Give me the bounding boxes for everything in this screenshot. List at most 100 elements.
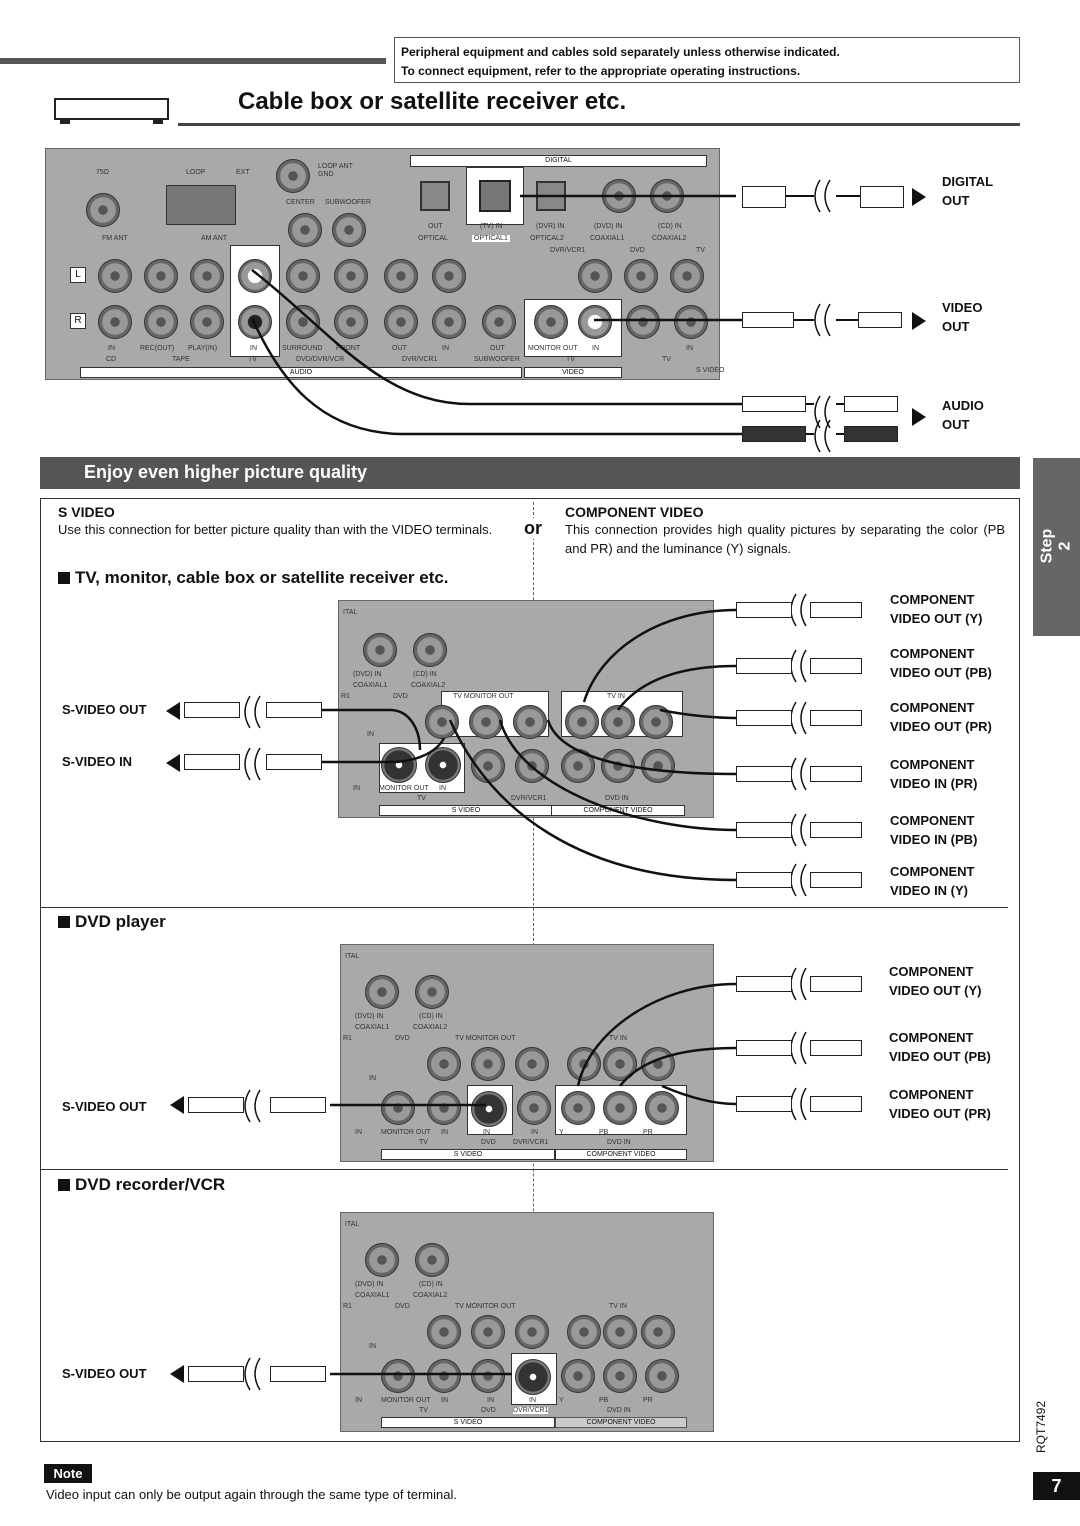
tv-comp-label-5-a: COMPONENT <box>890 813 975 828</box>
dvr-label-r1: R1 <box>343 1303 352 1310</box>
tv-comp-plug-6a <box>736 872 792 888</box>
tv-in-pb-jack <box>601 705 635 739</box>
dvd-label-in-c: IN <box>441 1129 448 1136</box>
tv-comp-plug-4a <box>736 766 792 782</box>
tv-comp-label-6-b: VIDEO IN (Y) <box>890 883 969 898</box>
dvr-panel-coax2 <box>415 1243 449 1277</box>
label-out-sub: OUT <box>490 345 505 352</box>
label-center: CENTER <box>286 199 315 206</box>
r-marker: R <box>70 313 86 329</box>
label-in-dvr: IN <box>442 345 449 352</box>
label-loop: LOOP <box>186 169 206 176</box>
label-ext: EXT <box>236 169 250 176</box>
label-tv-in: (TV) IN <box>480 223 503 230</box>
note-badge: Note <box>44 1464 92 1483</box>
audio-out-line-2: OUT <box>942 417 970 432</box>
bullet-square <box>58 916 70 928</box>
dvd-comp-in-pb-jack <box>603 1091 637 1125</box>
section-dvd-heading-text: DVD player <box>75 912 166 931</box>
tv-comp-label-6-a: COMPONENT <box>890 864 975 879</box>
dvd-svideo-jack-1 <box>381 1091 415 1125</box>
dvr-svideo-plug-a <box>188 1366 244 1382</box>
tv-label-r1: R1 <box>341 693 350 700</box>
dvd-label-in-d: IN <box>483 1129 490 1136</box>
notice-box: Peripheral equipment and cables sold sep… <box>394 37 1020 83</box>
dvd-label-pr: PR <box>643 1129 653 1136</box>
dvd-comp-label-1-a: COMPONENT <box>889 964 974 979</box>
center-jack <box>288 213 322 247</box>
svideo-heading: S VIDEO <box>58 504 115 520</box>
dvd-comp-label-3-b: VIDEO OUT (PR) <box>889 1106 991 1121</box>
dvr-panel-jack-c <box>515 1315 549 1349</box>
label-fm-ant: FM ANT <box>102 235 128 242</box>
tv-comp-label-4-a: COMPONENT <box>890 757 975 772</box>
label-subwoofer-bottom: SUBWOOFER <box>474 356 520 363</box>
label-dvd-in: (DVD) IN <box>594 223 623 230</box>
digital-out-arrow <box>912 188 926 206</box>
tv-video-in-jack <box>578 305 612 339</box>
dvr-label-in-b: IN <box>355 1397 362 1404</box>
label-dvd-dvr-vcr: DVD/DVR/VCR <box>296 356 345 363</box>
label-in-tv: IN <box>250 345 257 352</box>
tv-comp-plug-3a <box>736 710 792 726</box>
page-title: Cable box or satellite receiver etc. <box>238 88 627 115</box>
tv-label-ital: ITAL <box>343 609 358 616</box>
label-tv-svideo: TV <box>662 356 671 363</box>
video-out-arrow <box>912 312 926 330</box>
dvd-svideo-jack-4 <box>517 1091 551 1125</box>
dvd-label-in-e: IN <box>531 1129 538 1136</box>
label-75ohm: 75Ω <box>96 169 110 176</box>
l-marker: L <box>70 267 86 283</box>
dvd-label-dvd-in: (DVD) IN <box>355 1013 384 1020</box>
audio-plug-left-red <box>742 426 806 442</box>
tv-comp-label-1-a: COMPONENT <box>890 592 975 607</box>
dvd-label-ital: ITAL <box>345 953 360 960</box>
optical-out-port <box>420 181 450 211</box>
dvr-panel-jack-d <box>567 1315 601 1349</box>
tv-comp-label-2-b: VIDEO OUT (PB) <box>890 665 992 680</box>
dvd-comp-plug-2a <box>736 1040 792 1056</box>
tv-label-dvd-in: (DVD) IN <box>353 671 382 678</box>
dvr-svideo-jack-1 <box>381 1359 415 1393</box>
dvd-label-tv-in: TV IN <box>609 1035 627 1042</box>
dvr-label-dvd-in: (DVD) IN <box>355 1281 384 1288</box>
tv-comp-label-3-a: COMPONENT <box>890 700 975 715</box>
dvd-label-dvd-b: DVD <box>481 1139 496 1146</box>
main-frame <box>40 498 1020 1442</box>
note-text: Video input can only be output again thr… <box>46 1487 457 1502</box>
svideo-text: Use this connection for better picture q… <box>58 522 493 537</box>
video-plug-left <box>742 312 794 328</box>
tv-monitor-y-jack <box>425 705 459 739</box>
audio-plug-left-white <box>742 396 806 412</box>
dvd-comp-in-pr-jack <box>645 1091 679 1125</box>
label-coaxial1: COAXIAL1 <box>590 235 625 242</box>
video-plug-right <box>858 312 902 328</box>
tv-svideo-in-plug-b <box>266 754 322 770</box>
digital-out-line-2: OUT <box>942 193 970 208</box>
digital-plug-right <box>860 186 904 208</box>
dvr-label-tv-monitor-out: TV MONITOR OUT <box>455 1303 516 1310</box>
notice-line-1: Peripheral equipment and cables sold sep… <box>401 45 840 59</box>
tv-svideo-out-label: S-VIDEO OUT <box>62 702 147 717</box>
header-rule <box>0 58 386 64</box>
dvr-cable-diagram <box>244 1357 512 1391</box>
tv-label-tv-monitor-out: TV MONITOR OUT <box>453 693 514 700</box>
dvd-label-dvd-in-b: DVD IN <box>607 1139 631 1146</box>
dvr-label-in-c: IN <box>441 1397 448 1404</box>
front-jack <box>334 305 368 339</box>
label-tv-audio: TV <box>248 356 257 363</box>
dvd-panel-jack-b <box>471 1047 505 1081</box>
dvr-svideo-jack-2 <box>427 1359 461 1393</box>
loop-ant-jack <box>276 159 310 193</box>
dvd-label-in-a: IN <box>369 1075 376 1082</box>
dvd-panel-jack-c <box>515 1047 549 1081</box>
tv-panel-coax1 <box>363 633 397 667</box>
video-out-line-1: VIDEO <box>942 300 983 315</box>
tv-svideo-out-arrow <box>166 702 180 720</box>
tv-svideo-in-label: S-VIDEO IN <box>62 754 133 769</box>
or-label: or <box>522 518 544 539</box>
tv-comp-plug-2a <box>736 658 792 674</box>
